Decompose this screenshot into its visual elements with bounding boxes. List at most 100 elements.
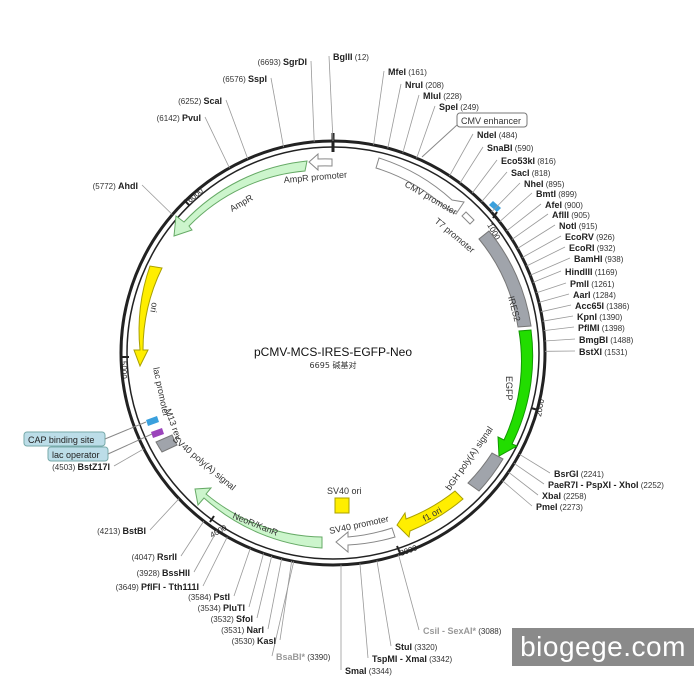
site-name: BmgBI [579, 335, 608, 345]
mcs-highlight [489, 201, 501, 212]
site-leader [491, 182, 521, 213]
site-label: (6252) ScaI [178, 96, 222, 106]
site-label: StuI (3320) [395, 642, 438, 652]
site-name: AarI [573, 290, 591, 300]
site-label: MfeI (161) [388, 67, 427, 77]
site-leader [502, 480, 533, 507]
site-name: EcoRV [565, 232, 594, 242]
site-name: MfeI [388, 67, 406, 77]
site-position: (208) [423, 81, 444, 90]
site-name: NotI [559, 221, 577, 231]
site-name: PvuI [182, 113, 201, 123]
site-leader [328, 55, 334, 142]
site-position: (249) [458, 103, 479, 112]
site-label: (5772) AhdI [93, 181, 138, 191]
site-position: (818) [530, 169, 551, 178]
site-leader [522, 235, 562, 258]
site-label: PmeI (2273) [536, 502, 583, 512]
site-label: BstXI (1531) [579, 347, 628, 357]
site-position: (3530) [232, 637, 257, 646]
site-leader [540, 304, 572, 313]
site-name: SacI [511, 168, 530, 178]
site-position: (905) [569, 211, 590, 220]
tick-label-6000: 6000 [186, 186, 206, 205]
site-position: (926) [594, 233, 615, 242]
site-label: (3584) PstI [188, 592, 230, 602]
site-leader [387, 83, 402, 149]
site-label: (6576) SspI [223, 74, 267, 84]
site-name: HindIII [565, 267, 593, 277]
site-position: (1398) [600, 324, 626, 333]
site-position: (161) [406, 68, 427, 77]
site-name: PluTI [223, 603, 245, 613]
site-label: SmaI (3344) [345, 666, 392, 676]
site-name: AfeI [545, 200, 562, 210]
site-position: (932) [595, 244, 616, 253]
site-position: (6252) [178, 97, 203, 106]
site-position: (1390) [597, 313, 623, 322]
feature-label-ori: ori [148, 302, 160, 314]
site-label: PmlI (1261) [570, 279, 615, 289]
site-label: SpeI (249) [439, 102, 479, 112]
boxed-labels: CMV enhancer CAP binding site lac operat… [23, 112, 528, 462]
site-name: ScaI [203, 96, 222, 106]
site-name: PflFI - Tth111I [141, 582, 199, 592]
site-name: SmaI [345, 666, 367, 676]
cmv-enhancer-leader [421, 124, 458, 158]
site-position: (3531) [221, 626, 246, 635]
site-leader [511, 213, 549, 240]
site-name: StuI [395, 642, 412, 652]
site-label: PflMI (1398) [578, 323, 625, 333]
site-label: (4503) BstZ17I [52, 462, 110, 472]
site-position: (484) [497, 131, 518, 140]
site-name: BsaBI* [276, 652, 306, 662]
site-position: (938) [603, 255, 624, 264]
tick-label-3000: 3000 [399, 543, 419, 558]
site-name: NarI [246, 625, 264, 635]
site-leader [542, 315, 574, 322]
site-position: (3534) [198, 604, 223, 613]
site-name: Acc65I [575, 301, 604, 311]
site-leader [532, 270, 562, 283]
site-label: CsiI - SexAI* (3088) [423, 626, 502, 636]
site-label: BmtI (899) [536, 189, 577, 199]
feature-label-ampr: AmpR [228, 192, 255, 213]
site-label: BmgBI (1488) [579, 335, 634, 345]
site-leader [543, 326, 575, 331]
site-position: (2258) [561, 492, 587, 501]
site-name: AflII [552, 210, 569, 220]
site-leader [506, 203, 542, 232]
feature-label-neor: NeoR/KanR [231, 511, 280, 538]
cmv-enhancer-label: CMV enhancer [461, 116, 521, 126]
lac-operator-label: lac operator [52, 450, 100, 460]
site-label: EcoRV (926) [565, 232, 615, 242]
site-label: NotI (915) [559, 221, 598, 231]
site-leader [202, 536, 228, 587]
site-position: (895) [544, 180, 565, 189]
site-name: MluI [423, 91, 441, 101]
site-name: BstBI [122, 526, 146, 536]
site-label: SacI (818) [511, 168, 551, 178]
site-name: BmtI [536, 189, 556, 199]
site-position: (4503) [52, 463, 77, 472]
tick-label-2000: 2000 [534, 398, 546, 418]
site-label: (3534) PluTI [198, 603, 245, 613]
site-leader [471, 159, 498, 194]
site-leader [538, 293, 570, 303]
site-label: (3649) PflFI - Tth111I [116, 582, 199, 592]
site-label: MluI (228) [423, 91, 462, 101]
site-leader [517, 224, 556, 249]
site-name: XbaI [542, 491, 561, 501]
site-leader [267, 558, 282, 630]
site-position: (6142) [157, 114, 182, 123]
site-position: (1169) [593, 268, 618, 277]
site-leader [513, 462, 545, 485]
site-position: (3344) [367, 667, 393, 676]
site-position: (900) [562, 201, 583, 210]
site-name: EcoRI [569, 243, 595, 253]
site-label: (3928) BssHII [137, 568, 190, 578]
site-leader [449, 133, 474, 177]
feature-label-sv40-polya: SV40 poly(A) signal [171, 434, 238, 492]
site-name: BglII [333, 52, 353, 62]
